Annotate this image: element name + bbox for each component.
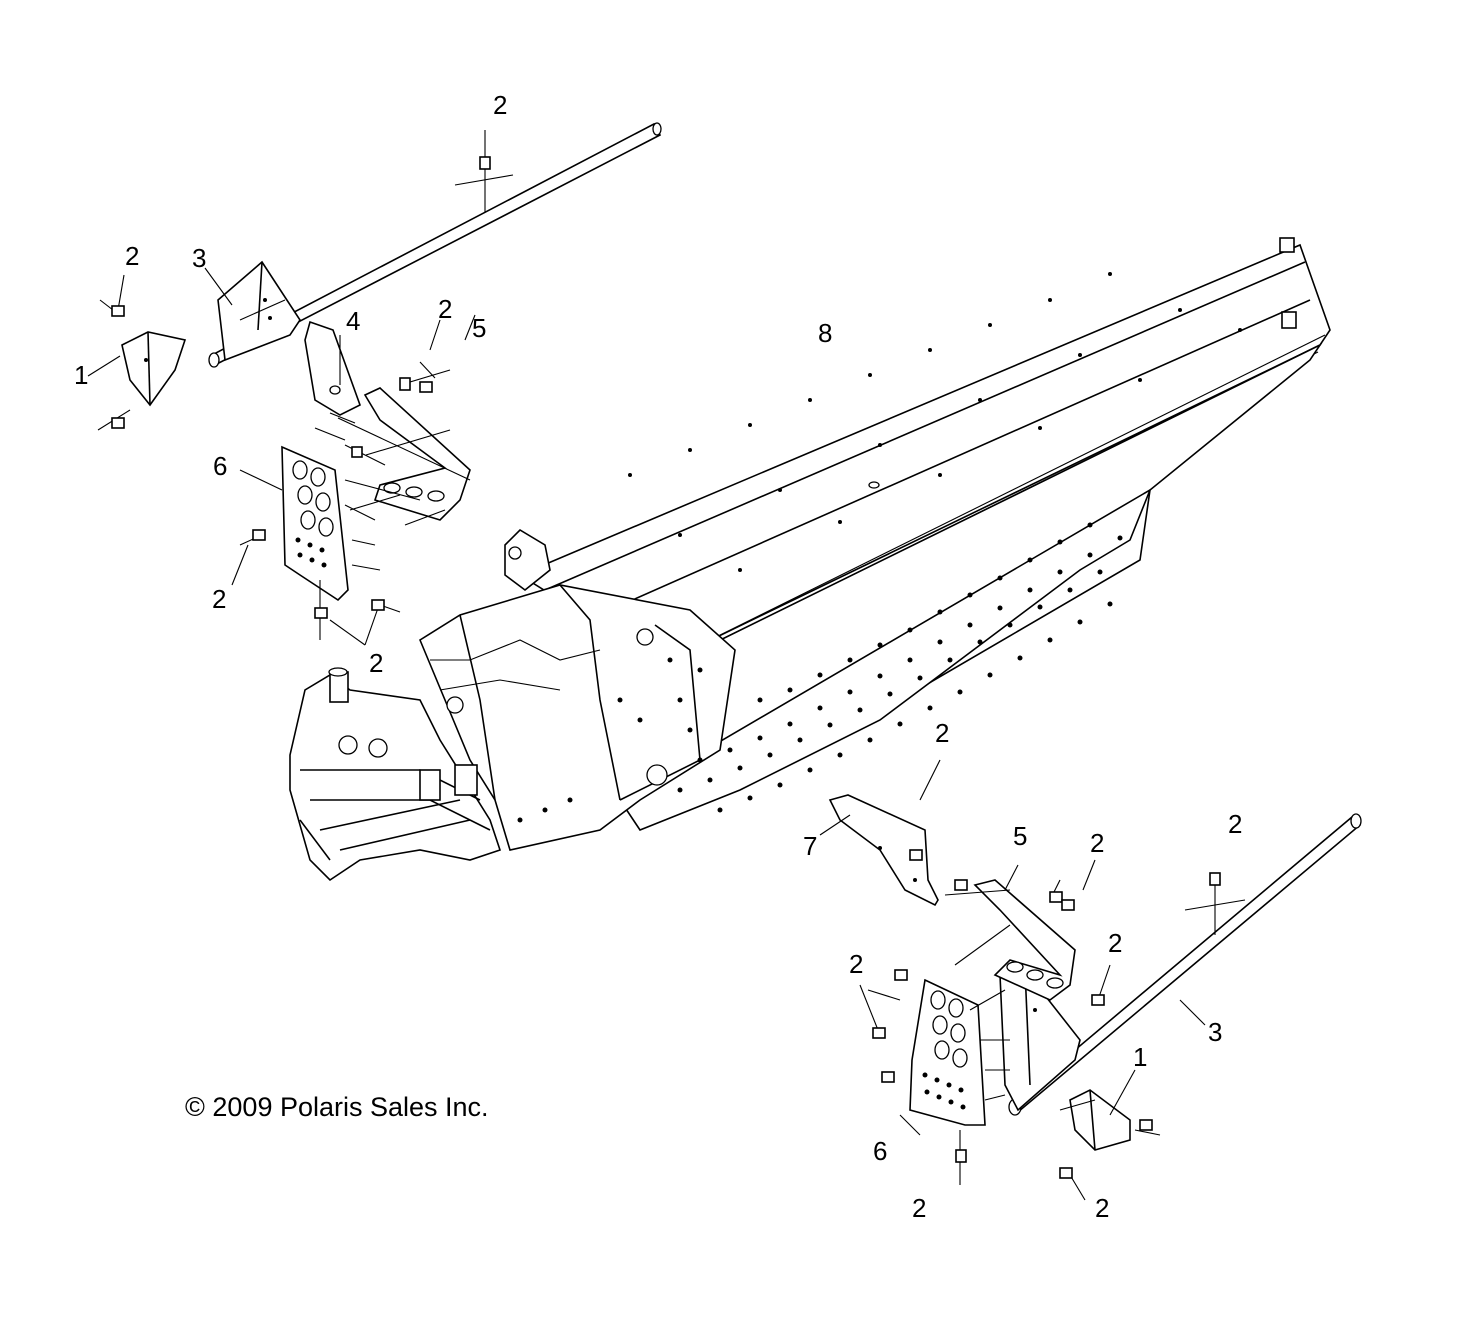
callout-labels: 2 2 3 1 4 2 5 6 2 2 8 2 7 5 2 2 2 2 3 1 … bbox=[74, 90, 1242, 1223]
copyright-notice: © 2009 Polaris Sales Inc. bbox=[185, 1092, 489, 1122]
callout-5-left: 5 bbox=[472, 313, 486, 343]
callout-6-left: 6 bbox=[213, 451, 227, 481]
skirt-perforations bbox=[517, 522, 1123, 823]
callout-2-right-b: 2 bbox=[1108, 928, 1122, 958]
leader-lines-left bbox=[87, 130, 514, 646]
tunnel-rivet-holes bbox=[628, 272, 1242, 572]
bracket-right bbox=[1069, 1089, 1131, 1151]
callout-2-left-upper: 2 bbox=[125, 241, 139, 271]
footrest-bracket-5-left bbox=[363, 387, 471, 521]
callout-6-right: 6 bbox=[873, 1136, 887, 1166]
callout-2-right-d: 2 bbox=[912, 1193, 926, 1223]
bolts-right bbox=[872, 849, 1221, 1179]
tunnel-chassis bbox=[289, 237, 1331, 882]
callout-5-right: 5 bbox=[1013, 821, 1027, 851]
running-board-tube-left bbox=[208, 122, 662, 368]
callout-2-left-mid: 2 bbox=[438, 294, 452, 324]
callout-2-right-e: 2 bbox=[1095, 1193, 1109, 1223]
plate-4-left bbox=[304, 320, 361, 416]
footrest-bracket-5-right bbox=[973, 879, 1076, 1001]
callout-2-left-low: 2 bbox=[212, 584, 226, 614]
callout-7-right: 7 bbox=[803, 831, 817, 861]
bracket-left bbox=[121, 331, 187, 407]
plate-7-right bbox=[828, 794, 939, 907]
bolts-left bbox=[111, 156, 491, 619]
callout-2-right-c: 2 bbox=[849, 949, 863, 979]
callout-2-left-bottom: 2 bbox=[369, 648, 383, 678]
callout-1-right: 1 bbox=[1133, 1042, 1147, 1072]
leader-lines-right bbox=[819, 759, 1246, 1201]
callout-3-left: 3 bbox=[192, 243, 206, 273]
callout-2-right-a: 2 bbox=[1090, 828, 1104, 858]
callout-2-right-far: 2 bbox=[1228, 809, 1242, 839]
callout-4-left: 4 bbox=[346, 306, 360, 336]
callout-2-right-7: 2 bbox=[935, 718, 949, 748]
running-board-tube-right bbox=[999, 813, 1362, 1116]
footrest-plate-6-right bbox=[909, 978, 986, 1126]
callout-2-top-bolt: 2 bbox=[493, 90, 507, 120]
callout-8-tunnel: 8 bbox=[818, 318, 832, 348]
footrest-plate-6-left bbox=[281, 445, 349, 602]
callout-1-left: 1 bbox=[74, 360, 88, 390]
callout-3-right: 3 bbox=[1208, 1017, 1222, 1047]
